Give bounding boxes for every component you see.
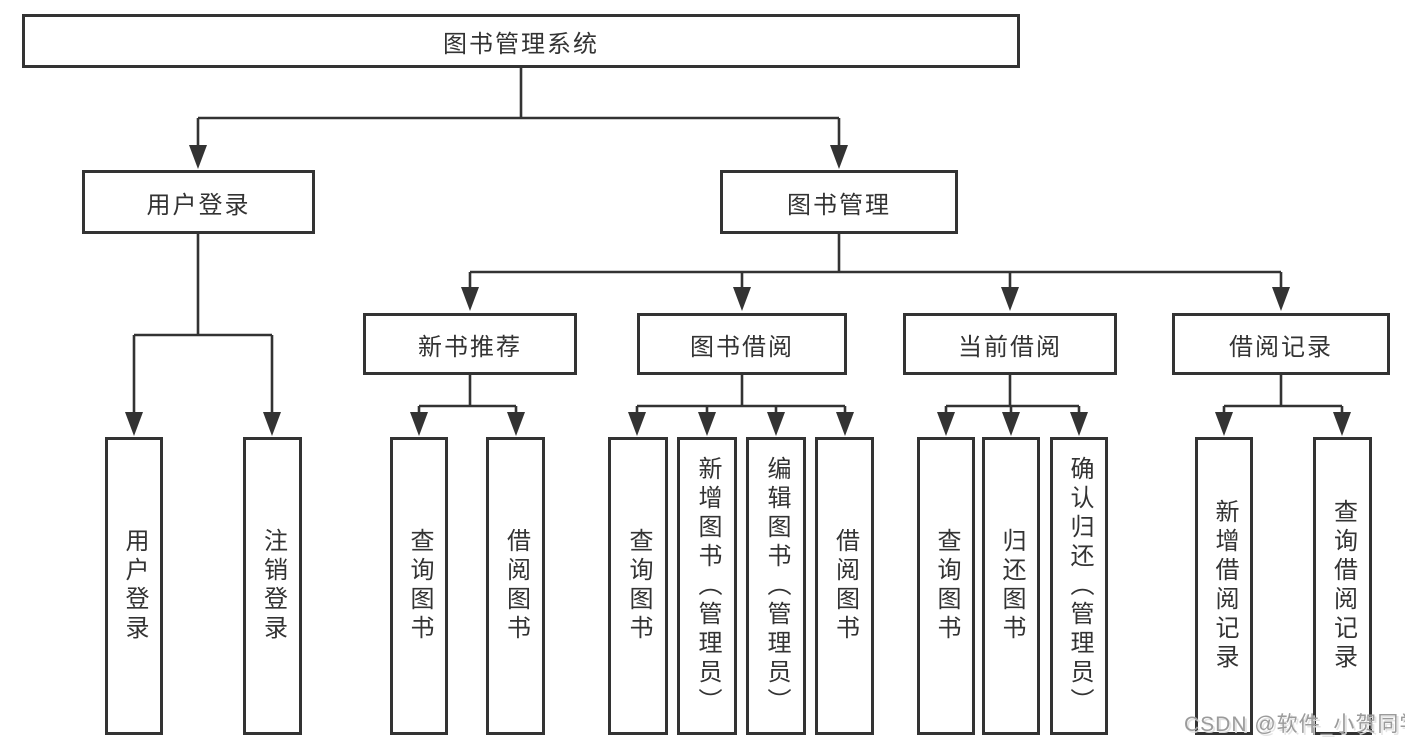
- node-borrowing-records: 借阅记录: [1172, 313, 1390, 375]
- leaf-logout-login: 注销登录: [243, 437, 302, 735]
- leaf-borrowing-borrow-books-label: 借阅图书: [831, 528, 859, 644]
- node-book-management: 图书管理: [720, 170, 958, 234]
- leaf-borrowing-borrow-books: 借阅图书: [815, 437, 874, 735]
- leaf-newbooks-borrow-books-label: 借阅图书: [502, 528, 530, 644]
- leaf-borrowing-edit-books-admin: 编辑图书（管理员）: [746, 437, 806, 735]
- node-user-login: 用户登录: [82, 170, 315, 234]
- leaf-current-query-books-label: 查询图书: [933, 528, 960, 644]
- leaf-borrowing-query-books-label: 查询图书: [625, 528, 652, 644]
- watermark-text: CSDN @软件_小贺同学: [1184, 713, 1405, 736]
- leaf-current-confirm-return-admin-label: 确认归还（管理员）: [1066, 455, 1093, 717]
- leaf-logout-login-label: 注销登录: [259, 528, 287, 644]
- leaf-records-query-record: 查询借阅记录: [1313, 437, 1372, 735]
- leaf-borrowing-edit-books-admin-label: 编辑图书（管理员）: [763, 455, 790, 717]
- leaf-borrowing-add-books-admin-label: 新增图书（管理员）: [694, 455, 721, 717]
- leaf-current-query-books: 查询图书: [917, 437, 975, 735]
- leaf-user-login: 用户登录: [105, 437, 163, 735]
- leaf-newbooks-query-books: 查询图书: [390, 437, 448, 735]
- leaf-newbooks-query-books-label: 查询图书: [406, 528, 433, 644]
- leaf-current-return-books: 归还图书: [982, 437, 1040, 735]
- node-current-borrowing: 当前借阅: [903, 313, 1117, 375]
- leaf-borrowing-query-books: 查询图书: [608, 437, 668, 735]
- leaf-records-add-record: 新增借阅记录: [1195, 437, 1253, 735]
- leaf-borrowing-add-books-admin: 新增图书（管理员）: [677, 437, 737, 735]
- leaf-user-login-label: 用户登录: [121, 528, 148, 644]
- node-library-management-system: 图书管理系统: [22, 14, 1020, 68]
- leaf-records-add-record-label: 新增借阅记录: [1211, 499, 1238, 673]
- node-book-borrowing: 图书借阅: [637, 313, 847, 375]
- leaf-current-confirm-return-admin: 确认归还（管理员）: [1050, 437, 1108, 735]
- node-new-book-recommendation: 新书推荐: [363, 313, 577, 375]
- leaf-newbooks-borrow-books: 借阅图书: [486, 437, 545, 735]
- leaf-records-query-record-label: 查询借阅记录: [1329, 499, 1357, 673]
- leaf-current-return-books-label: 归还图书: [998, 528, 1025, 644]
